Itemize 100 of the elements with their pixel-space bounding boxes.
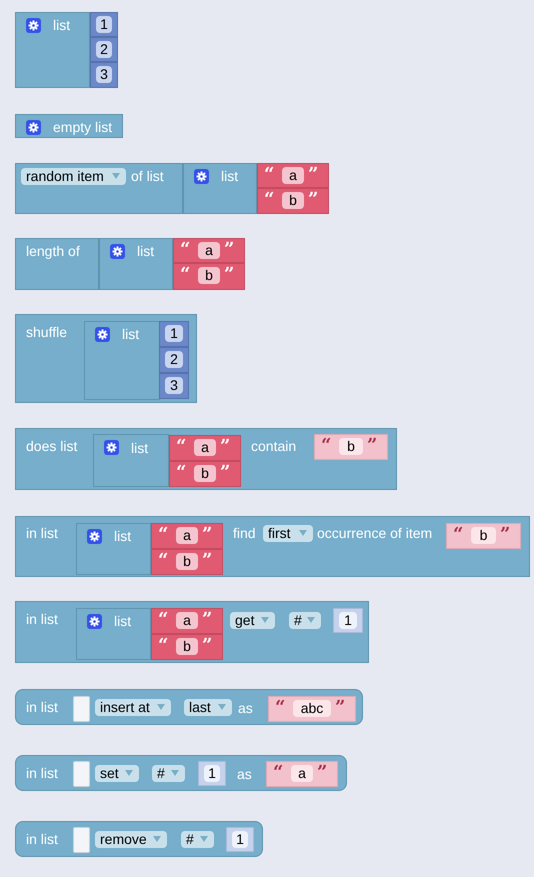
list-block <box>15 114 123 138</box>
code-block <box>15 428 397 490</box>
number-value: 1 <box>96 16 112 33</box>
code-block <box>15 516 530 577</box>
text-block <box>173 263 245 290</box>
dropdown: first <box>263 525 313 542</box>
list-block <box>183 163 257 214</box>
text-block <box>314 434 388 460</box>
number-value: 1 <box>339 612 357 629</box>
input-socket <box>73 696 90 722</box>
number-block <box>333 608 363 633</box>
number-block <box>198 761 226 786</box>
block-label: list <box>53 17 70 33</box>
number-value: 3 <box>165 377 183 394</box>
block-label: occurrence of item <box>317 525 432 541</box>
code-block <box>15 689 363 725</box>
block-label: does list <box>26 438 78 454</box>
text-block <box>169 435 241 461</box>
block-label: shuffle <box>26 324 67 340</box>
quote-mark: “ <box>176 464 186 482</box>
dropdown: get <box>230 612 275 629</box>
code-block <box>15 238 99 290</box>
list-block <box>99 238 173 290</box>
block-label: of list <box>131 168 164 184</box>
block-label: list <box>114 613 132 629</box>
quote-mark: “ <box>158 611 168 629</box>
input-socket <box>73 761 90 787</box>
dropdown: # <box>289 612 321 629</box>
block-label: in list <box>26 525 58 541</box>
quote-mark: ” <box>500 526 510 544</box>
text-block <box>169 461 241 487</box>
block-label: list <box>131 440 148 456</box>
quote-mark: “ <box>264 191 274 209</box>
block-label: list <box>122 326 140 342</box>
block-label: list <box>221 168 238 184</box>
text-block <box>151 634 223 660</box>
text-block <box>151 549 223 575</box>
block-label: empty list <box>53 119 112 135</box>
text-block <box>257 188 329 214</box>
text-value: a <box>282 167 304 184</box>
dropdown: # <box>181 831 214 848</box>
dropdown: set <box>95 765 139 782</box>
block-label: in list <box>26 699 58 715</box>
quote-mark: ” <box>224 266 234 284</box>
number-value: 1 <box>165 325 183 342</box>
text-block <box>446 523 521 549</box>
quote-mark: ” <box>202 637 212 655</box>
quote-mark: “ <box>176 438 186 456</box>
number-block <box>90 12 118 37</box>
text-value: a <box>291 765 313 782</box>
list-block <box>84 321 160 400</box>
block-label: find <box>233 525 256 541</box>
dropdown: # <box>152 765 185 782</box>
quote-mark: “ <box>273 764 284 782</box>
text-value: b <box>282 192 304 209</box>
dropdown: last <box>184 699 232 716</box>
code-block <box>15 821 263 857</box>
block-label: in list <box>26 831 58 847</box>
code-block <box>15 601 369 663</box>
quote-mark: “ <box>158 526 168 544</box>
number-block <box>159 321 189 347</box>
text-block <box>151 608 223 634</box>
block-label: in list <box>26 611 58 627</box>
text-block <box>268 696 356 722</box>
quote-mark: “ <box>158 552 168 570</box>
block-label: as <box>237 766 252 782</box>
number-value: 1 <box>204 765 220 782</box>
block-label: list <box>114 528 132 544</box>
quote-mark: “ <box>275 699 286 717</box>
quote-mark: ” <box>220 464 230 482</box>
list-block <box>76 523 151 575</box>
code-block <box>15 755 347 791</box>
block-label: list <box>137 243 154 259</box>
block-label: length of <box>26 243 80 259</box>
quote-mark: ” <box>367 437 378 455</box>
quote-mark: ” <box>335 699 346 717</box>
text-value: b <box>339 438 363 455</box>
block-label: as <box>238 700 253 716</box>
number-block <box>159 347 189 373</box>
dropdown: remove <box>95 831 167 848</box>
number-block <box>90 37 118 62</box>
quote-mark: ” <box>317 764 328 782</box>
text-value: a <box>176 612 198 629</box>
dropdown: insert at <box>95 699 171 716</box>
quote-mark: “ <box>180 241 190 259</box>
list-block <box>76 608 151 660</box>
text-value: b <box>194 465 216 482</box>
number-block <box>159 373 189 399</box>
text-block <box>266 761 338 787</box>
quote-mark: ” <box>202 552 212 570</box>
quote-mark: ” <box>308 166 318 184</box>
text-value: a <box>198 242 220 259</box>
number-value: 2 <box>165 351 183 368</box>
quote-mark: “ <box>180 266 190 284</box>
block-label: in list <box>26 765 58 781</box>
number-value: 1 <box>232 831 248 848</box>
text-value: abc <box>293 700 331 717</box>
text-value: b <box>176 638 198 655</box>
text-value: b <box>176 553 198 570</box>
quote-mark: “ <box>321 437 332 455</box>
